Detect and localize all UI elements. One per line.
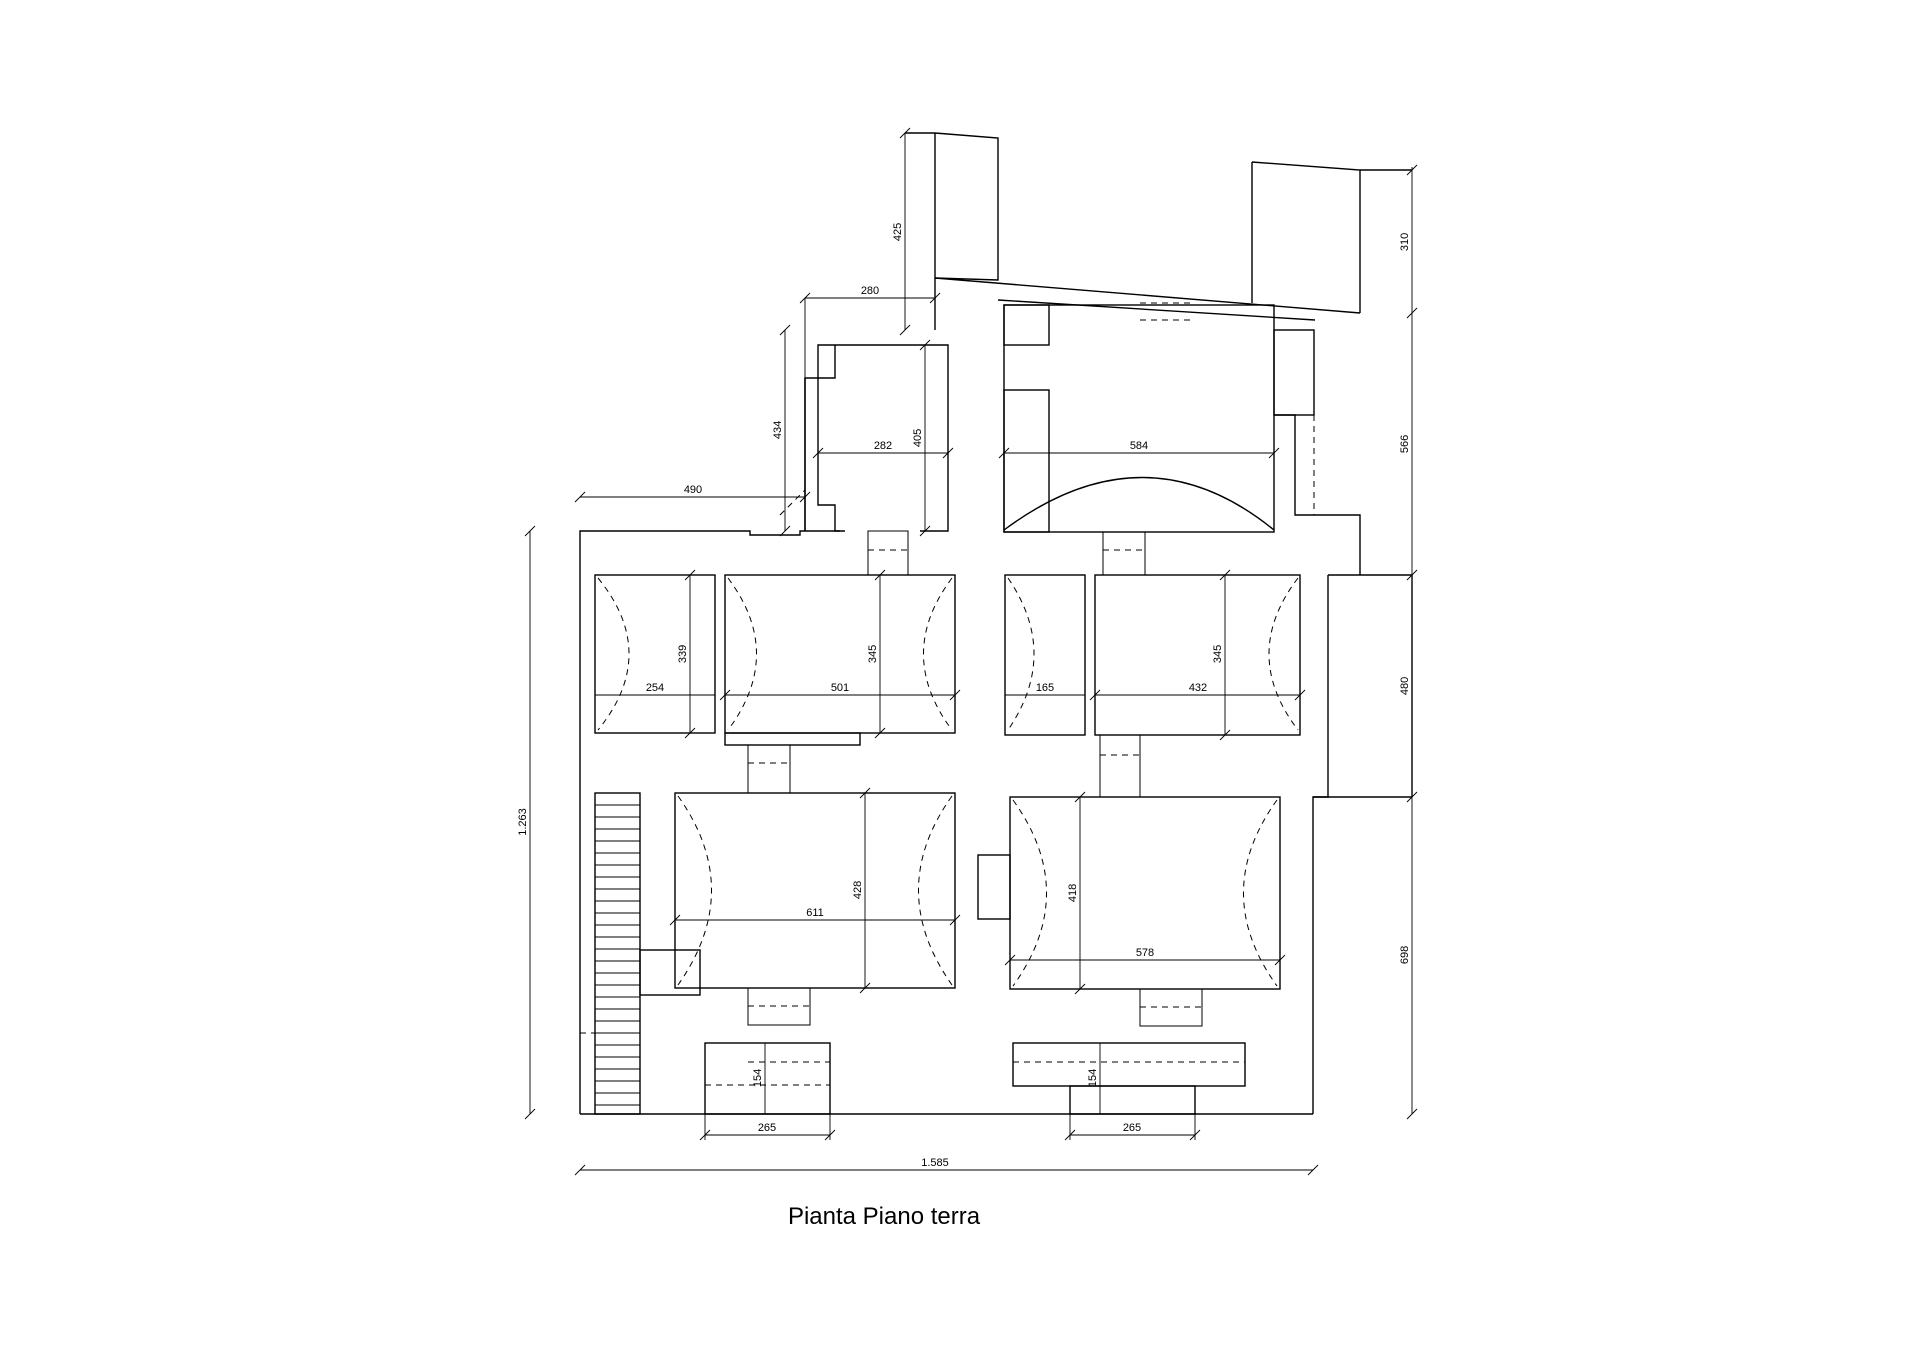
dim-room-f-height: 418: [1067, 884, 1079, 902]
dim-room-b-height: 345: [867, 645, 879, 663]
dim-arch-room-width: 584: [1130, 440, 1148, 452]
dim-right-middle: 480: [1399, 677, 1411, 695]
dim-porch-left-width: 265: [758, 1122, 776, 1134]
dim-overall-width: 1.585: [921, 1157, 949, 1169]
dim-overall-height: 1.263: [517, 808, 529, 836]
dimension-lines: [524, 127, 1418, 1176]
dim-room-d-height: 345: [1212, 645, 1224, 663]
vault-lines: [580, 302, 1315, 1086]
dimension-labels: 1.585 1.263 310 566 480 698 425 280 434 …: [517, 223, 1411, 1169]
dim-room-e-width: 611: [806, 907, 824, 919]
dim-room-a-width: 254: [646, 682, 664, 694]
dim-tower-height: 425: [892, 223, 904, 241]
dim-porch-right-height: 154: [1087, 1069, 1099, 1087]
dim-right-lower: 698: [1399, 946, 1411, 964]
dim-room-e-height: 428: [852, 881, 864, 899]
dim-setback: 490: [684, 484, 702, 496]
dim-room-a-height: 339: [677, 645, 689, 663]
dim-right-upper: 566: [1399, 435, 1411, 453]
dim-tower-width: 280: [861, 285, 879, 297]
walls: [579, 132, 1413, 1115]
dim-upper-room-height: 434: [772, 421, 784, 439]
dim-right-top: 310: [1399, 233, 1411, 251]
dim-room-b-width: 501: [831, 682, 849, 694]
dim-upper-room-depth: 405: [912, 429, 924, 447]
dim-room-d-width: 432: [1189, 682, 1207, 694]
dim-porch-left-height: 154: [752, 1069, 764, 1087]
dim-room-f-width: 578: [1136, 947, 1154, 959]
dim-porch-right-width: 265: [1123, 1122, 1141, 1134]
dim-upper-room-width: 282: [874, 440, 892, 452]
plan-caption: Pianta Piano terra: [787, 1203, 981, 1230]
dim-room-c-width: 165: [1036, 682, 1054, 694]
